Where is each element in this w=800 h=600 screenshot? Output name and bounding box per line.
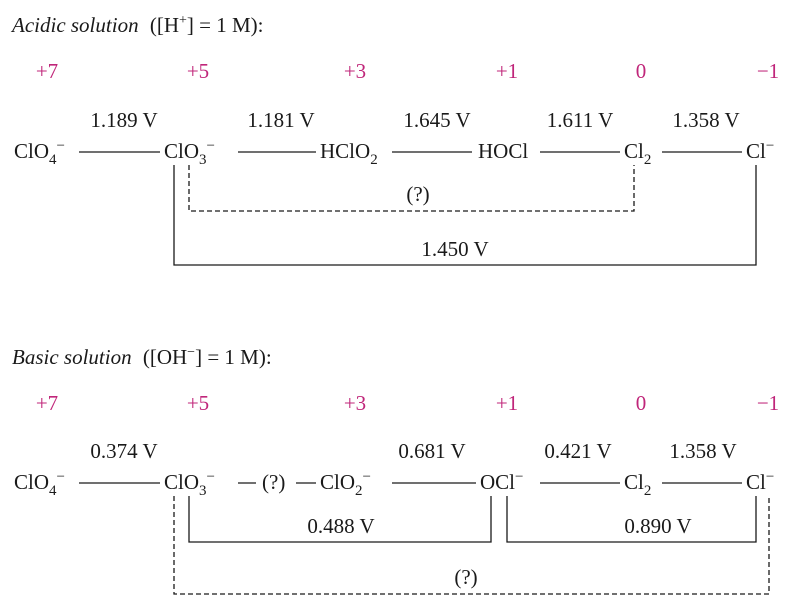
basic-ox-state: 0 (636, 391, 647, 415)
acidic-ox-state: +3 (344, 59, 366, 83)
acidic-species-hclo2: HClO2 (320, 139, 378, 168)
basic-species-clo3: ClO3− (164, 469, 215, 499)
acidic-ox-state: +7 (36, 59, 58, 83)
acidic-ox-state: +1 (496, 59, 518, 83)
acidic-solid-bracket (173, 165, 757, 266)
basic-species-cl-minus: Cl− (746, 469, 774, 494)
acidic-potential: 1.358 V (672, 108, 739, 132)
basic-potential: 0.374 V (90, 439, 157, 463)
acidic-dashed-bracket (188, 165, 635, 212)
acidic-ox-state: −1 (757, 59, 779, 83)
basic-ox-state: +1 (496, 391, 518, 415)
acidic-potential: 1.181 V (247, 108, 314, 132)
acidic-solid-bracket-label: 1.450 V (421, 237, 488, 261)
acidic-dashed-bracket-label: (?) (406, 182, 429, 206)
acidic-title: Acidic solution ([H+] = 1 M): (10, 13, 263, 37)
basic-species-cl2: Cl2 (624, 470, 651, 499)
basic-species-clo4: ClO4− (14, 469, 65, 499)
basic-ox-state: +3 (344, 391, 366, 415)
basic-right-bracket-label: 0.890 V (624, 514, 691, 538)
basic-ox-state: +5 (187, 391, 209, 415)
basic-dashed-bracket (173, 496, 770, 595)
acidic-potential: 1.189 V (90, 108, 157, 132)
basic-species-clo2: ClO2− (320, 469, 371, 499)
acidic-ox-state: 0 (636, 59, 647, 83)
basic-left-bracket (188, 496, 492, 543)
basic-title: Basic solution ([OH−] = 1 M): (12, 345, 272, 369)
basic-left-bracket-label: 0.488 V (307, 514, 374, 538)
acidic-species-cl2: Cl2 (624, 139, 651, 168)
basic-ox-state: −1 (757, 391, 779, 415)
basic-potential: 0.421 V (544, 439, 611, 463)
basic-potential: 0.681 V (398, 439, 465, 463)
basic-species-ocl: OCl− (480, 469, 523, 494)
basic-right-bracket (506, 496, 757, 543)
basic-potential: 1.358 V (669, 439, 736, 463)
acidic-potential: 1.645 V (403, 108, 470, 132)
acidic-species-clo3: ClO3− (164, 138, 215, 168)
basic-ox-state: +7 (36, 391, 58, 415)
acidic-species-cl-minus: Cl− (746, 138, 774, 163)
acidic-species-hocl: HOCl (478, 139, 528, 163)
acidic-species-clo4: ClO4− (14, 138, 65, 168)
basic-inline-unknown: (?) (262, 470, 285, 494)
acidic-potential: 1.611 V (547, 108, 614, 132)
acidic-ox-state: +5 (187, 59, 209, 83)
basic-dashed-bracket-label: (?) (454, 565, 477, 589)
